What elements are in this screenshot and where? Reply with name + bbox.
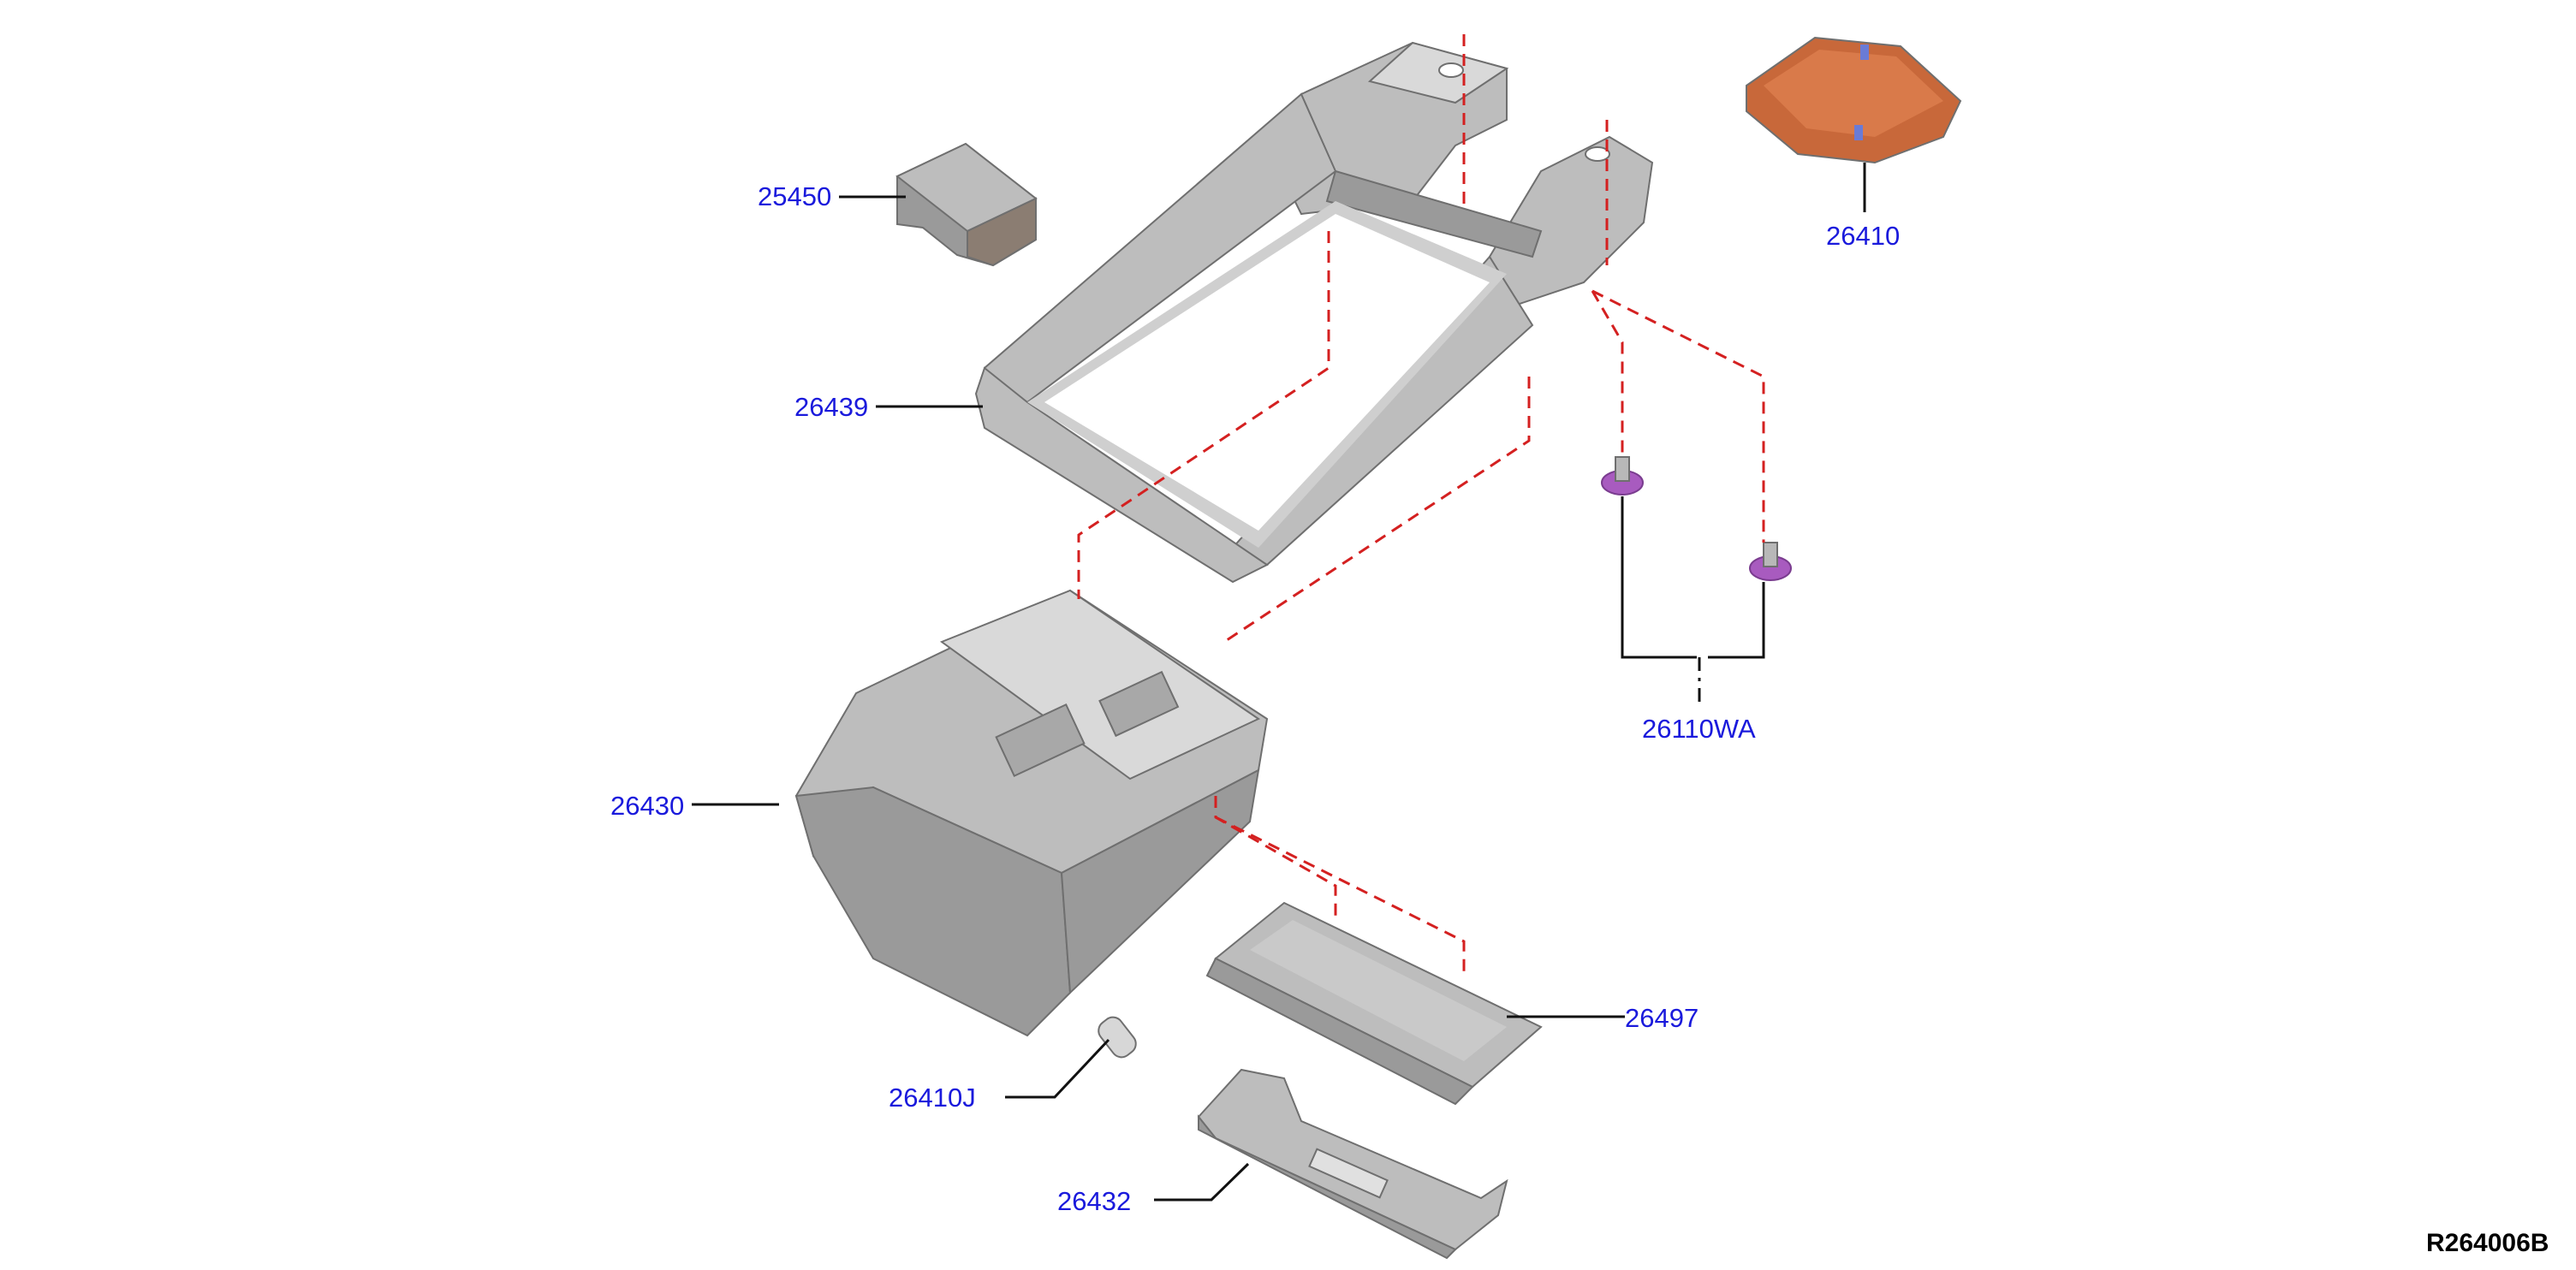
part-25450-module (895, 142, 1038, 267)
label-25450: 25450 (758, 181, 831, 211)
part-26432-bezel (1197, 1068, 1508, 1260)
part-labels: 25450 26439 26410 26110WA 26430 26497 26… (610, 181, 1900, 1216)
assembly-lines (1077, 34, 1765, 976)
label-26439: 26439 (794, 392, 868, 422)
part-26430-housing (794, 589, 1269, 1037)
part-26410-lamp (1746, 36, 1962, 164)
label-26410: 26410 (1826, 221, 1900, 251)
label-26432: 26432 (1057, 1186, 1131, 1216)
part-26439-frame (974, 41, 1654, 584)
label-26110WA: 26110WA (1642, 714, 1756, 744)
label-26497: 26497 (1625, 1003, 1698, 1033)
diagram-reference-code: R264006B (2426, 1229, 2549, 1257)
label-26430: 26430 (610, 791, 684, 821)
part-26410J-bulb (1098, 1016, 1137, 1059)
part-26110WA-clips (1601, 456, 1792, 581)
part-26497-cover (1205, 901, 1543, 1106)
label-26410J: 26410J (889, 1083, 976, 1113)
leader-lines (692, 163, 1866, 1202)
